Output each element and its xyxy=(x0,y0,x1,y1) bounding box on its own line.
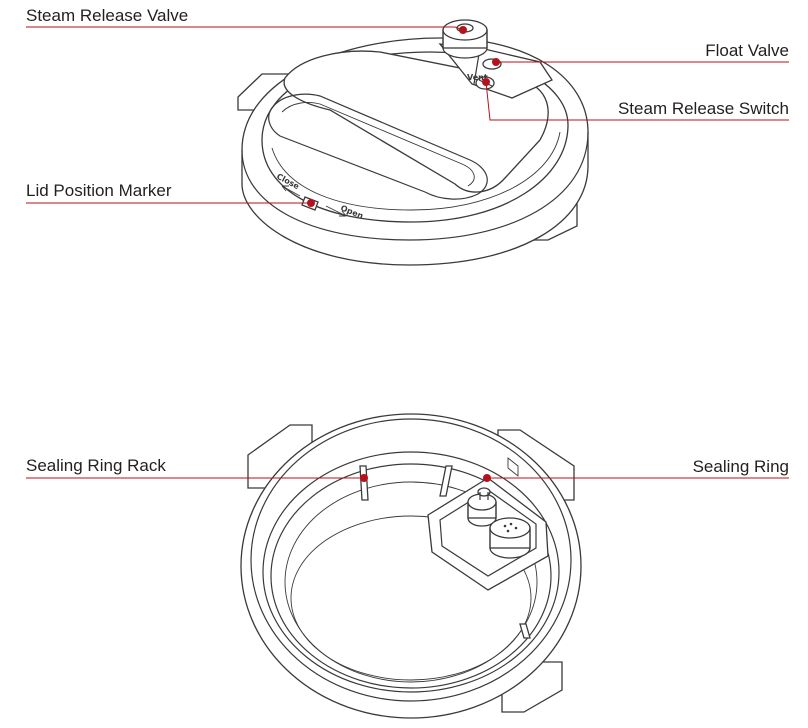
lid-top-view: Vent Close Open Steam Release Valve Floa… xyxy=(26,6,789,266)
float-valve-dot xyxy=(492,58,500,66)
lid-position-marker-dot xyxy=(307,199,315,207)
sealing-ring-label: Sealing Ring xyxy=(693,457,789,476)
sealing-ring-dot xyxy=(483,474,491,482)
sealing-ring-rack-label: Sealing Ring Rack xyxy=(26,456,166,475)
steam-release-valve-leader xyxy=(26,26,464,31)
lid-bottom-view: Sealing Ring Rack Sealing Ring xyxy=(26,413,789,719)
lid-position-marker-label: Lid Position Marker xyxy=(26,181,172,200)
sealing-ring-rack-dot xyxy=(360,474,368,482)
sealing-ring-shape xyxy=(262,451,560,693)
svg-text:Vent: Vent xyxy=(467,73,488,82)
steam-release-switch-dot xyxy=(482,78,490,86)
float-valve-label: Float Valve xyxy=(705,41,789,60)
open-arrow xyxy=(325,205,347,217)
steam-release-valve-label: Steam Release Valve xyxy=(26,6,188,25)
sealing-ring-rack-post-2 xyxy=(439,465,453,497)
close-arrow xyxy=(281,185,301,197)
steam-release-switch-label: Steam Release Switch xyxy=(618,99,789,118)
steam-release-valve-dot xyxy=(459,26,467,34)
sealing-ring-rack-post-1 xyxy=(359,465,369,501)
steam-release-switch-leader xyxy=(485,81,789,121)
sealing-ring-rack-post-3 xyxy=(519,623,531,639)
